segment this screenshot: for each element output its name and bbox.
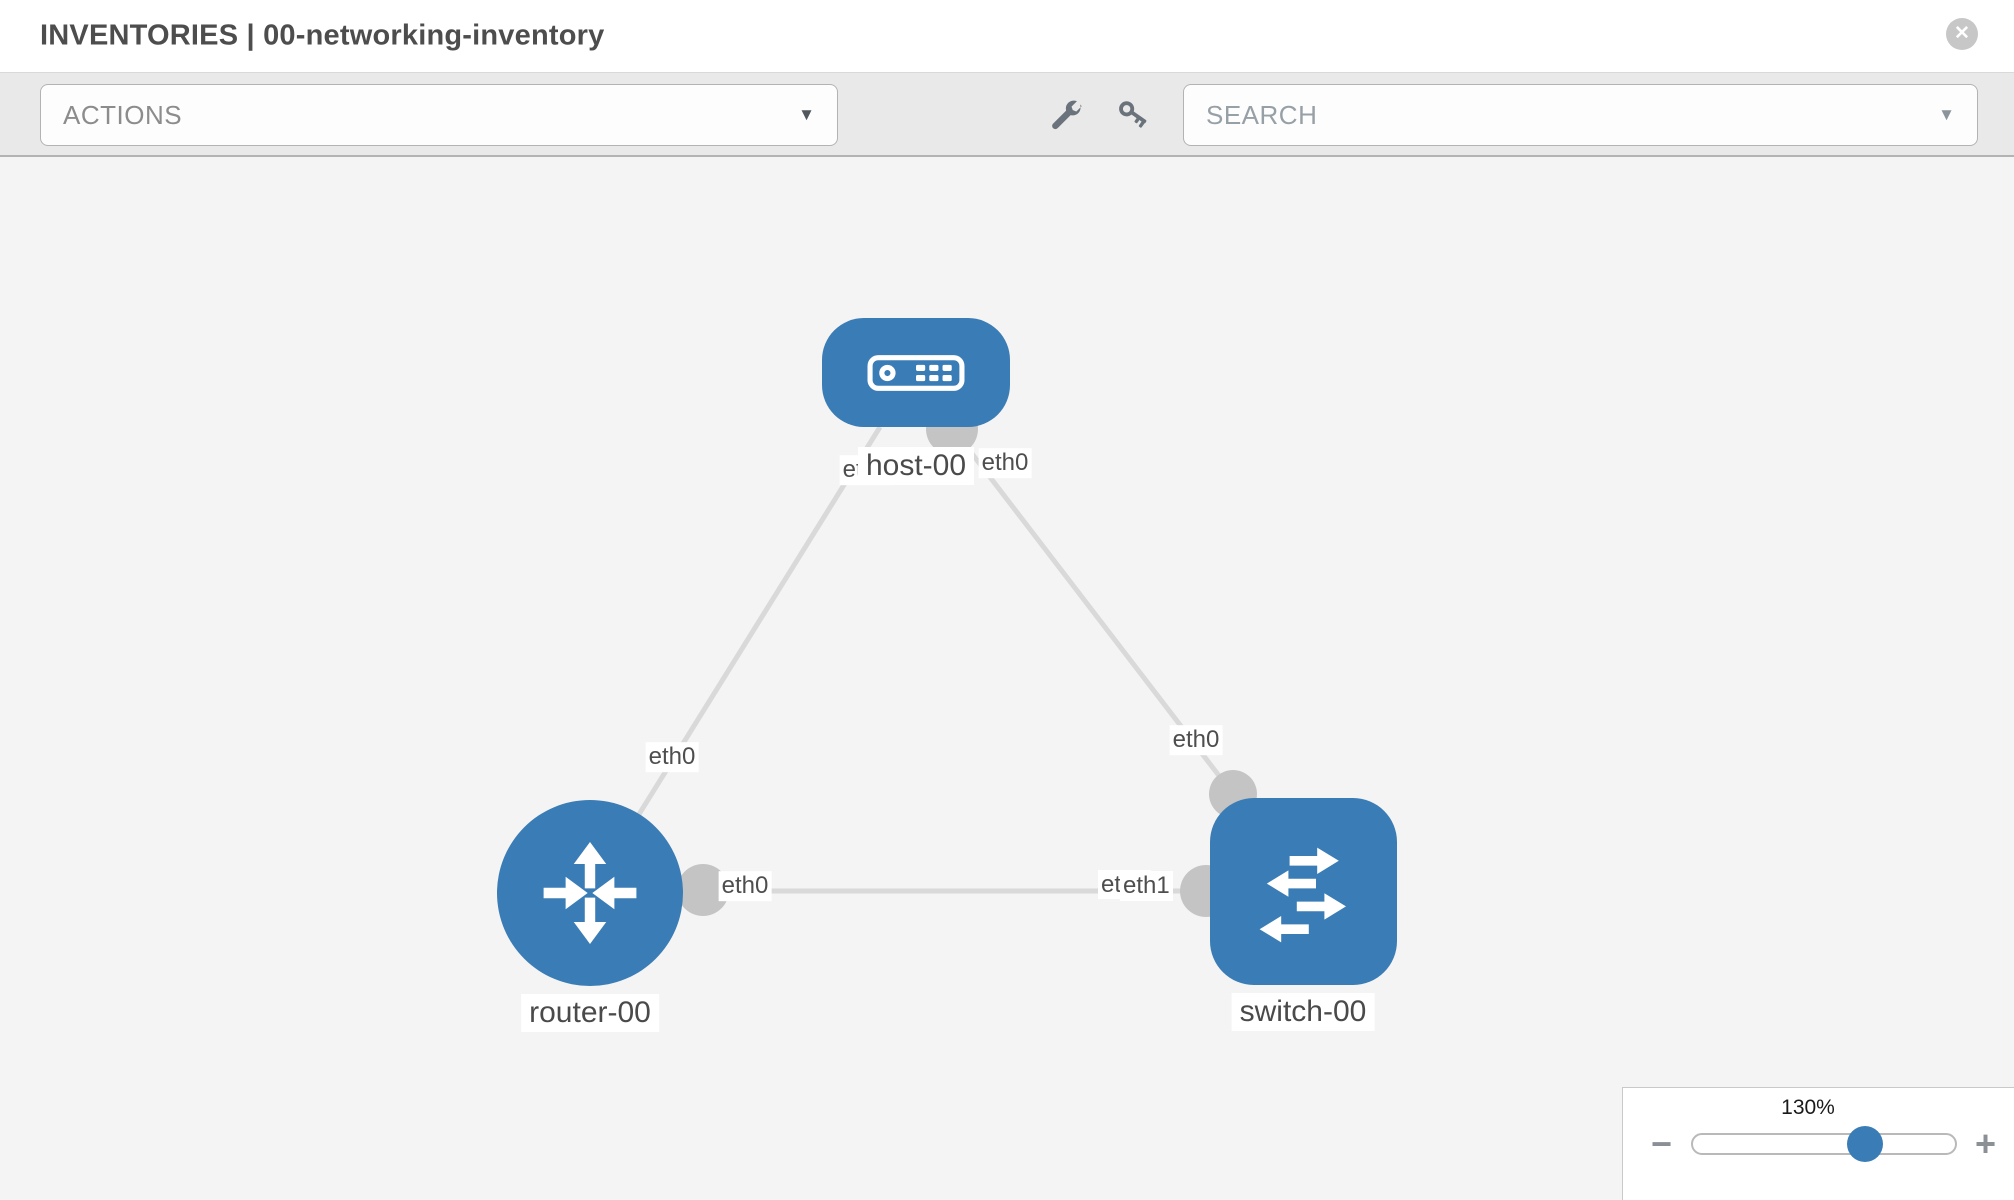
switch-icon (1259, 847, 1346, 942)
host-icon (867, 354, 965, 391)
page-header: INVENTORIES | 00-networking-inventory ✕ (0, 0, 2014, 72)
search-input[interactable] (1206, 99, 1826, 131)
actions-dropdown[interactable]: ACTIONS ▼ (40, 84, 838, 146)
zoom-panel: 130% − + (1622, 1087, 2014, 1200)
zoom-in-button[interactable]: + (1975, 1123, 1997, 1164)
node-label-host: host-00 (857, 447, 975, 485)
node-label-router: router-00 (521, 994, 659, 1032)
interface-label: eth1 (1120, 871, 1173, 901)
actions-dropdown-label: ACTIONS (63, 99, 183, 130)
connector-router-right (677, 864, 729, 916)
zoom-level-value: 130% (1781, 1096, 1835, 1119)
toolbar: ACTIONS ▼ ▼ (0, 72, 2014, 157)
node-router-00[interactable] (497, 800, 683, 986)
zoom-out-button[interactable]: − (1651, 1123, 1673, 1164)
node-host-00[interactable] (822, 318, 1010, 427)
wrench-icon[interactable] (1043, 92, 1087, 136)
interface-label: eth0 (645, 742, 699, 772)
search-dropdown[interactable]: ▼ (1183, 84, 1978, 146)
key-icon-glyph (1119, 101, 1147, 128)
close-icon[interactable]: ✕ (1946, 18, 1978, 50)
node-label-switch: switch-00 (1231, 993, 1375, 1031)
chevron-down-icon: ▼ (1938, 105, 1955, 124)
key-icon[interactable] (1112, 92, 1156, 136)
router-icon (543, 841, 637, 945)
links-layer (587, 403, 1257, 917)
wrench-icon-glyph (1052, 100, 1082, 130)
interface-label: eth0 (1169, 725, 1223, 755)
zoom-slider-track[interactable] (1691, 1133, 1957, 1155)
zoom-slider-handle[interactable] (1847, 1126, 1883, 1162)
interface-label-group: eth0 eth1 (1098, 870, 1173, 901)
interface-label: eth0 (978, 448, 1032, 478)
chevron-down-icon: ▼ (798, 105, 815, 124)
node-switch-00[interactable] (1210, 798, 1397, 985)
topology-canvas[interactable]: eth0 eth0 eth0 eth0 eth0 eth0 eth1 host-… (0, 157, 2014, 1200)
page-title: INVENTORIES | 00-networking-inventory (40, 19, 605, 52)
interface-label: eth0 (718, 871, 772, 901)
